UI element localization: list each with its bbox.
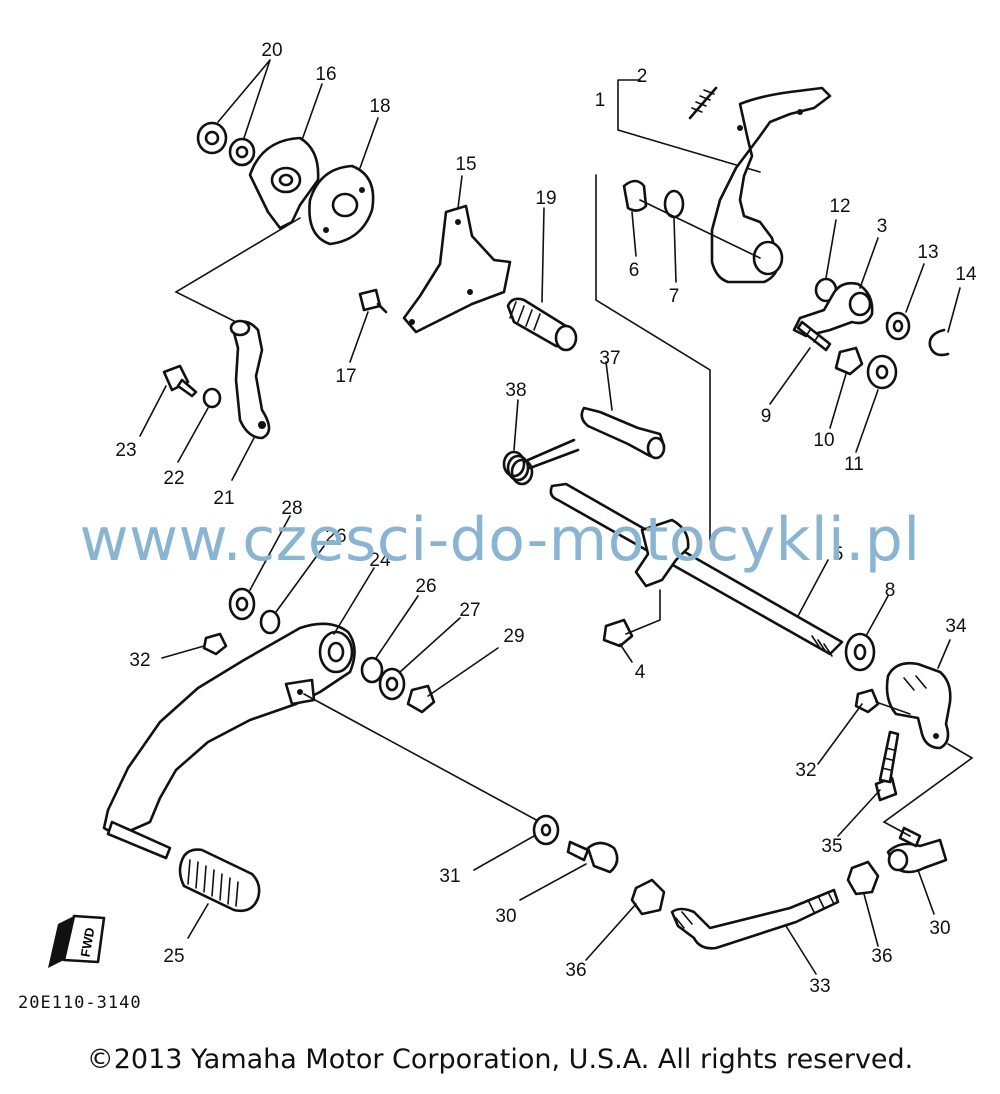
collar-4-line [625,589,661,635]
drawing-code: 20E110-3140 [18,993,142,1013]
assembly-line [174,217,301,323]
callout-31: 31 [439,866,460,887]
callout-33: 33 [809,976,830,997]
callout-36-right: 36 [871,946,892,967]
bolt-17 [358,288,388,314]
callout-3: 3 [877,216,888,237]
nut-32-line [875,701,911,715]
arm-21 [229,319,271,440]
washer-11 [866,354,898,390]
washer-22 [202,387,222,409]
pedal-link-line [303,693,541,823]
callout-13: 13 [917,242,938,263]
spring-38 [502,438,580,486]
callout-35: 35 [821,836,842,857]
lever-3 [792,281,874,338]
callout-38: 38 [505,380,526,401]
callout-1: 1 [595,90,606,111]
washer-28 [228,587,256,621]
cam-plate-16 [248,136,320,230]
shift-rod-33 [670,888,840,950]
pin-37 [580,406,666,460]
callout-32-right: 32 [795,760,816,781]
callout-25: 25 [163,946,184,967]
callout-14: 14 [955,264,977,285]
callout-27: 27 [459,600,480,621]
bracket-1-line [617,79,761,173]
callout-8: 8 [885,580,896,601]
bolt-35 [874,730,900,802]
callout-4: 4 [635,662,646,683]
nut-32-left [202,632,228,656]
watermark: www.czesci-do-motocykli.pl [79,505,921,575]
nut-36-right [846,860,880,896]
shift-pedal-24 [102,622,356,860]
spring-2 [688,86,718,120]
footrest-rubber-25 [178,848,261,913]
callout-36-left: 36 [565,960,586,981]
callout-37: 37 [599,348,620,369]
rod-end-30-right [886,826,948,874]
callout-23: 23 [115,440,136,461]
callout-20: 20 [261,40,282,61]
callout-18: 18 [369,96,390,117]
nut-29 [406,684,436,714]
callout-labels: 20 16 18 15 19 17 23 22 21 1 2 6 7 12 3 … [115,40,977,997]
nut-20 [196,121,256,167]
callout-21: 21 [213,488,234,509]
washer-27 [378,667,406,701]
screw-19 [506,297,578,352]
callout-26-right: 26 [415,576,436,597]
collar-6 [622,179,648,212]
leader-lines [139,59,961,975]
callout-10: 10 [813,430,834,451]
nut-10 [834,346,864,376]
callout-17: 17 [335,366,356,387]
callout-22: 22 [163,468,184,489]
lever-34 [885,661,952,750]
callout-16: 16 [315,64,336,85]
lever-34-line [882,743,974,837]
fwd-label: FWD [78,926,98,958]
callout-34: 34 [945,616,967,637]
circlip-14 [928,328,950,357]
callout-29: 29 [503,626,524,647]
callout-24: 24 [369,550,391,571]
washer-13 [885,311,911,341]
callout-28: 28 [281,498,302,519]
fwd-arrow: FWD [48,914,106,968]
shift-arm-1 [710,86,832,284]
oring-26-left [259,609,281,635]
callout-12: 12 [829,196,850,217]
callout-26-left: 26 [325,526,346,547]
shift-shaft-5 [549,482,844,657]
copyright-notice: ©2013 Yamaha Motor Corporation, U.S.A. A… [86,1044,914,1075]
callout-2: 2 [637,66,648,87]
nut-36-left [630,878,666,916]
pin-9 [796,320,832,352]
cam-plate-18 [308,164,375,246]
callout-30-right: 30 [929,918,950,939]
callout-7: 7 [669,286,680,307]
callout-5: 5 [833,544,844,565]
nut-32-right [854,688,880,714]
rod-end-30-left [566,840,619,874]
washer-31 [532,814,560,846]
collar-4 [602,618,634,648]
callout-6: 6 [629,260,640,281]
shaft-5-assembly-line [595,174,711,541]
callout-32-left: 32 [129,650,150,671]
callout-15: 15 [455,154,476,175]
washer-8 [844,632,876,672]
shaft-line [639,199,761,259]
callout-30-left: 30 [495,906,516,927]
bracket-15 [402,204,512,334]
bolt-23 [162,364,198,398]
oring-26-right [360,656,384,684]
callout-9: 9 [761,406,772,427]
callout-19: 19 [535,188,556,209]
callout-11: 11 [844,454,864,475]
